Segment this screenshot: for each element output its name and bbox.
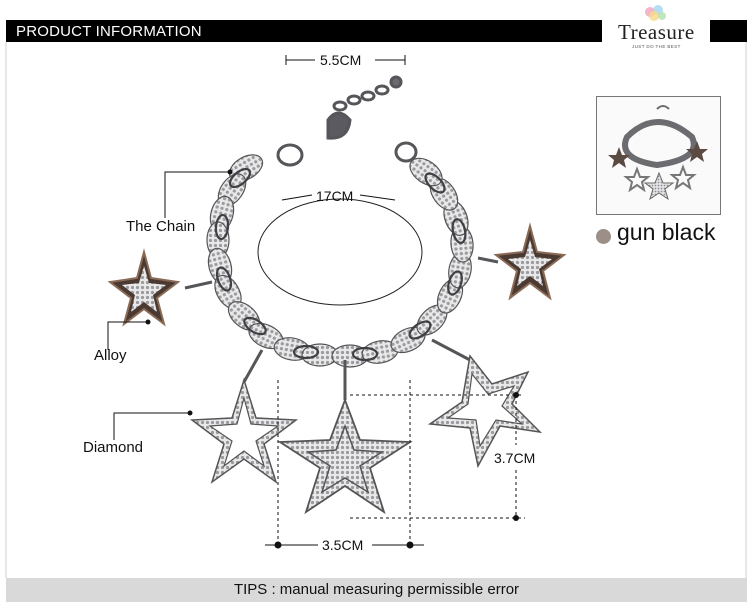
alloy-star-right (477, 222, 567, 301)
star-measurement-guides (277, 380, 525, 540)
clasp-width-dimension (285, 55, 406, 65)
thumbnail-bracelet-image (608, 105, 708, 201)
section-title: PRODUCT INFORMATION (16, 23, 202, 40)
color-thumbnail[interactable] (596, 96, 721, 215)
tips-bar: TIPS : manual measuring permissible erro… (6, 578, 747, 602)
clasp (276, 75, 418, 167)
brand-name: Treasure (618, 20, 695, 44)
star-height-markers (513, 392, 519, 521)
chain-label: The Chain (126, 218, 196, 235)
curb-chain (206, 154, 474, 368)
callout-lines (107, 171, 230, 440)
diamond-label: Diamond (83, 439, 144, 456)
logo-flower-icon (645, 5, 666, 21)
star-height-label: 3.7CM (494, 450, 536, 466)
alloy-label: Alloy (94, 347, 127, 364)
diamond-star-right (427, 338, 543, 469)
circumference-label: 17CM (316, 188, 354, 204)
header-bar: PRODUCT INFORMATION (6, 20, 747, 42)
circumference-ellipse (257, 198, 423, 306)
brand-tagline: JUST DO THE BEST (632, 44, 681, 49)
brand-logo: Treasure JUST DO THE BEST (602, 2, 710, 54)
clasp-width-label: 5.5CM (320, 52, 362, 68)
color-option-label[interactable]: gun black (617, 219, 716, 245)
callout-dots (145, 169, 233, 416)
star-width-dimension (265, 541, 424, 549)
tips-text: TIPS : manual measuring permissible erro… (233, 581, 520, 598)
alloy-star-left (107, 248, 213, 327)
star-width-label: 3.5CM (322, 537, 364, 553)
color-swatch-icon[interactable] (596, 229, 611, 244)
diamond-star-left (189, 349, 299, 484)
diamond-star-center (277, 360, 413, 515)
circumference-dimension (281, 194, 396, 201)
